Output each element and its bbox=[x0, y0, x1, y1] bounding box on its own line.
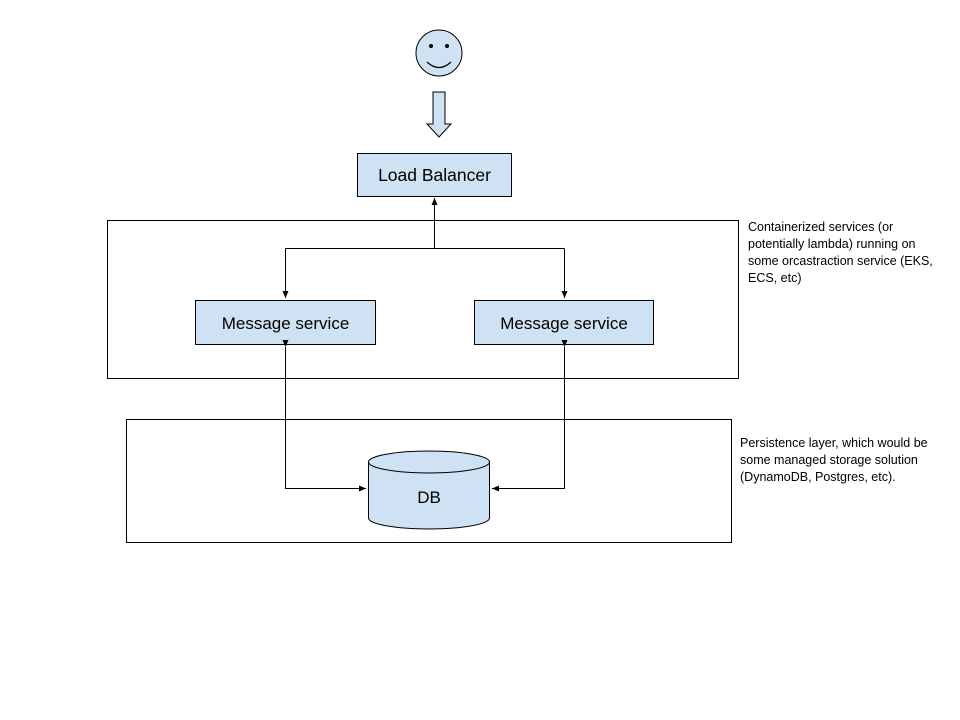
left-db-connector bbox=[282, 340, 366, 492]
persistence-note: Persistence layer, which would be some m… bbox=[740, 435, 928, 486]
persistence-note-line: some managed storage solution bbox=[740, 453, 918, 467]
containers-note: Containerized services (or potentially l… bbox=[748, 219, 933, 287]
containers-note-line: ECS, etc) bbox=[748, 271, 802, 285]
message-service-right-node[interactable]: Message service bbox=[474, 300, 654, 345]
smiley-face-icon bbox=[415, 29, 463, 77]
right-db-connector bbox=[492, 340, 568, 492]
persistence-note-line: (DynamoDB, Postgres, etc). bbox=[740, 470, 896, 484]
load-balancer-label: Load Balancer bbox=[378, 165, 491, 185]
message-service-left-node[interactable]: Message service bbox=[195, 300, 376, 345]
containers-note-line: potentially lambda) running on bbox=[748, 237, 916, 251]
containers-boundary bbox=[107, 220, 739, 379]
containers-note-line: Containerized services (or bbox=[748, 220, 894, 234]
persistence-note-line: Persistence layer, which would be bbox=[740, 436, 928, 450]
containers-note-line: some orcastraction service (EKS, bbox=[748, 254, 933, 268]
db-cylinder-node[interactable]: DB bbox=[368, 450, 490, 530]
down-arrow-icon bbox=[425, 91, 453, 138]
load-balancer-node[interactable]: Load Balancer bbox=[357, 153, 512, 197]
lb-connector bbox=[282, 198, 568, 298]
db-label: DB bbox=[417, 488, 441, 507]
message-service-right-label: Message service bbox=[500, 314, 628, 333]
message-service-left-label: Message service bbox=[222, 314, 350, 333]
persistence-boundary bbox=[126, 419, 732, 543]
